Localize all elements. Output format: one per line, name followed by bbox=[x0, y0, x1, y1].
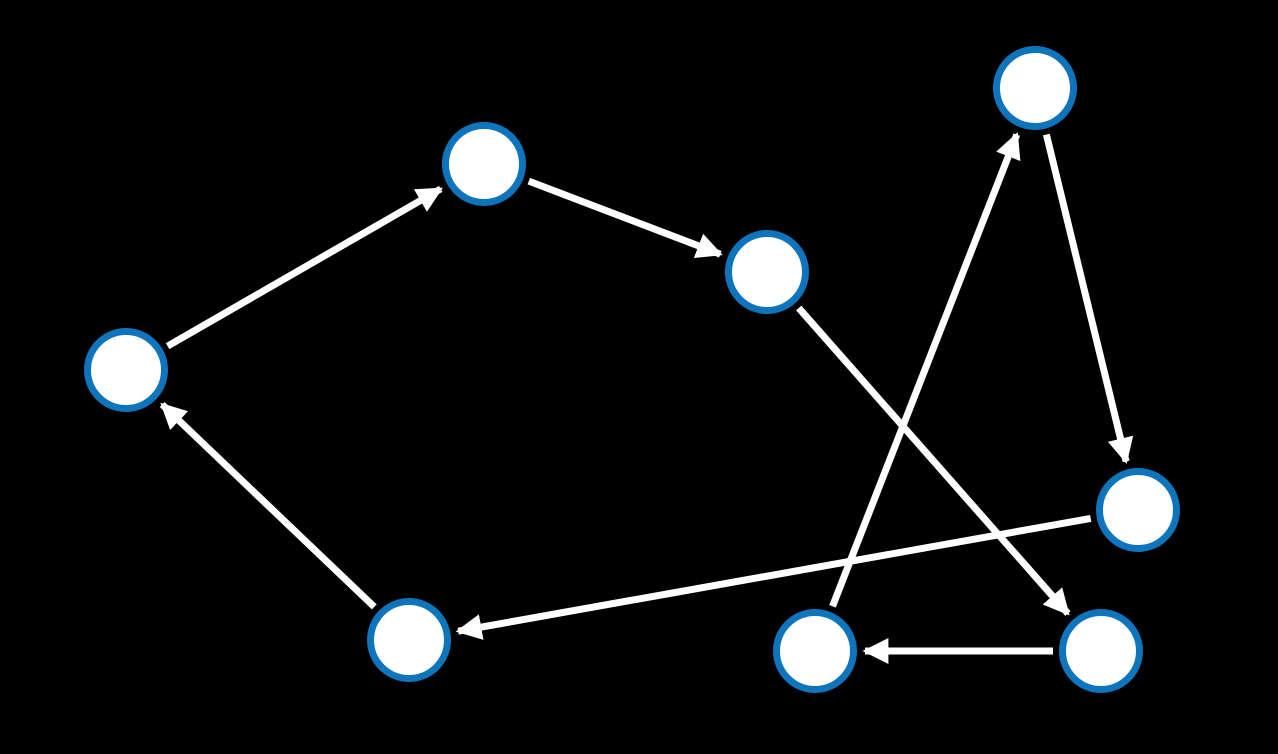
graph-node-n7 bbox=[1096, 468, 1180, 552]
graph-node-n6 bbox=[773, 609, 857, 693]
edges-layer bbox=[159, 132, 1134, 664]
graph-node-n8 bbox=[1059, 609, 1143, 693]
edge-arrow-n1-to-n2 bbox=[165, 185, 443, 350]
edge-arrow-n6-to-n4 bbox=[829, 132, 1021, 608]
edge-arrow-n4-to-n7 bbox=[1042, 133, 1134, 464]
nodes-layer bbox=[84, 46, 1180, 693]
graph-node-n1 bbox=[84, 328, 168, 412]
graph-node-n2 bbox=[442, 122, 526, 206]
graph-node-n5 bbox=[367, 598, 451, 682]
graph-node-n4 bbox=[993, 46, 1077, 130]
edge-arrow-n7-to-n5 bbox=[455, 514, 1092, 640]
edge-arrow-n3-to-n8 bbox=[796, 305, 1071, 616]
edge-arrow-n2-to-n3 bbox=[527, 177, 723, 259]
graph-node-n3 bbox=[725, 230, 809, 314]
edge-arrow-n5-to-n1 bbox=[159, 401, 377, 610]
